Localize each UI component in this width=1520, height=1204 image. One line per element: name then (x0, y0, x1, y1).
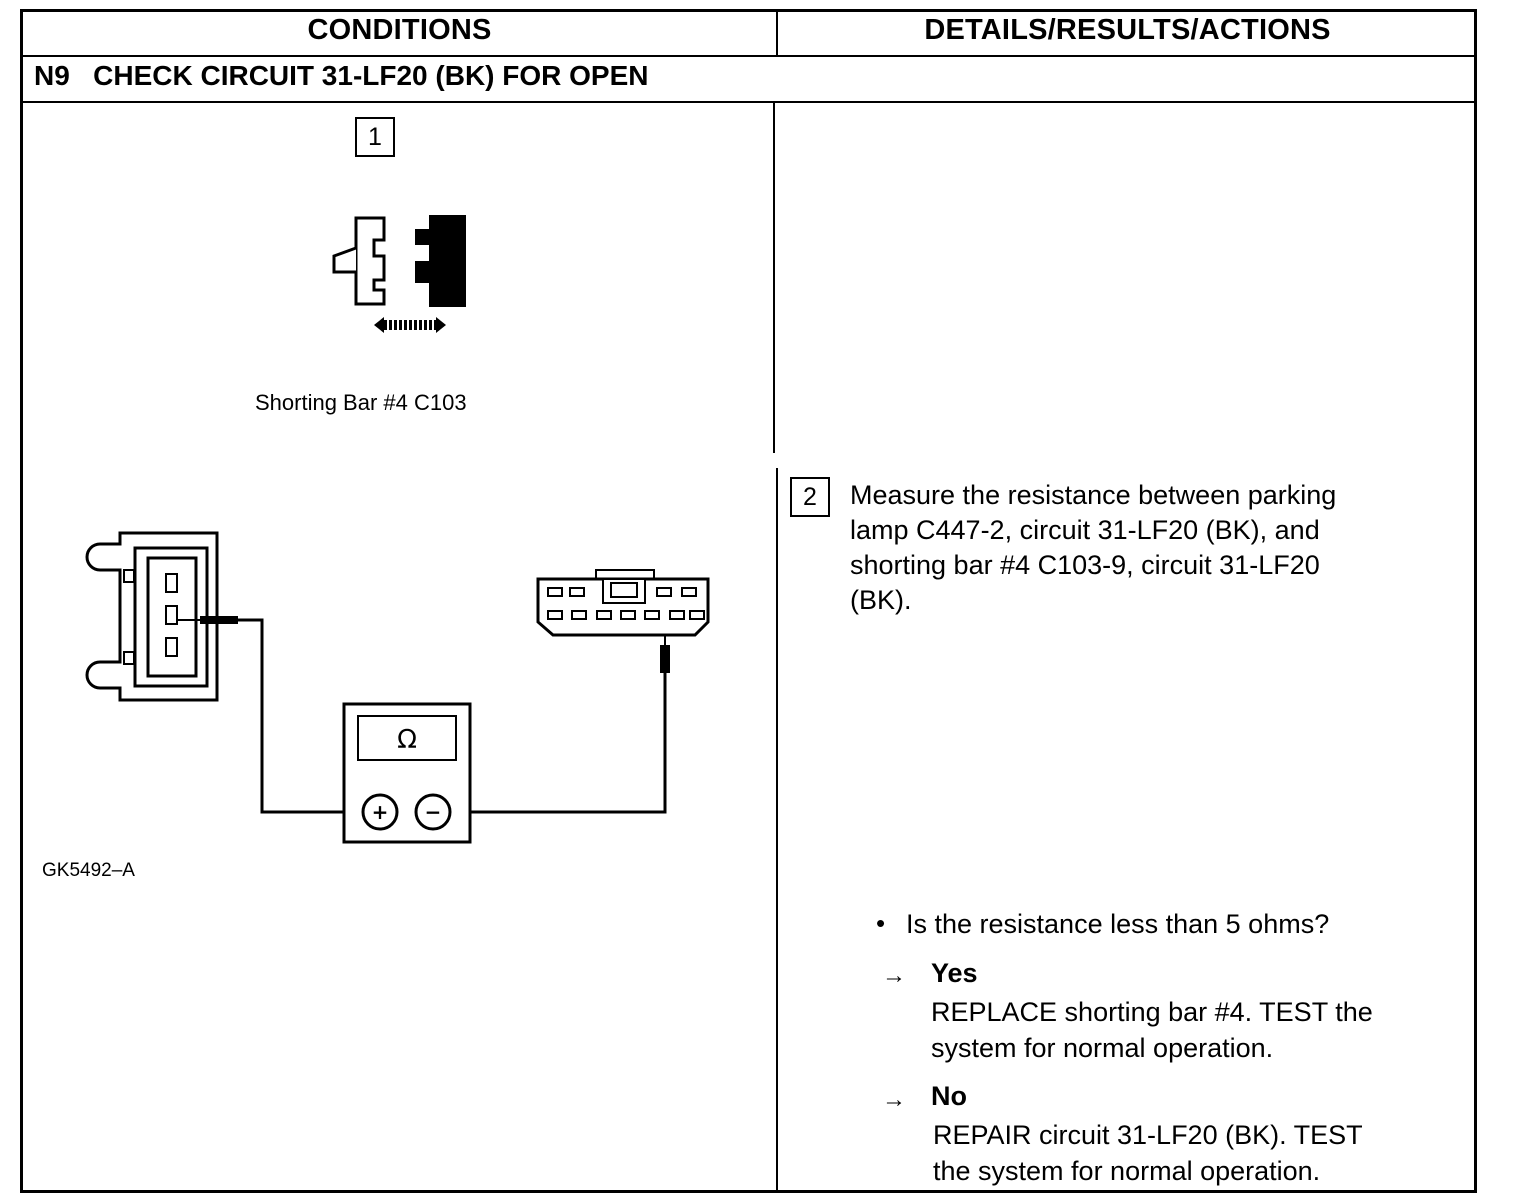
column-divider-upper (773, 103, 775, 453)
question-text: Is the resistance less than 5 ohms? (906, 909, 1330, 939)
disconnect-connector-icon (332, 215, 466, 333)
step-2-number: 2 (790, 477, 830, 517)
negative-terminal (414, 793, 452, 831)
instruction-line: Measure the resistance between parking (850, 480, 1337, 510)
answer-line: REPAIR circuit 31-LF20 (BK). TEST (933, 1120, 1363, 1150)
arrow-right-icon: → (882, 1086, 906, 1113)
header-column-divider (776, 9, 778, 55)
figure-code: GK5492–A (42, 860, 135, 881)
title-divider (20, 101, 1477, 103)
instruction-line: (BK). (850, 585, 912, 615)
positive-terminal (361, 793, 399, 831)
parking-lamp-connector (85, 531, 219, 702)
shorting-bar-connector (536, 569, 710, 637)
answer-line: the system for normal operation. (933, 1156, 1321, 1186)
bullet-icon: • (876, 908, 886, 938)
plus-label: + (372, 800, 389, 824)
instruction-line: shorting bar #4 C103-9, circuit 31-LF20 (850, 550, 1320, 580)
column-divider-lower (776, 468, 778, 1193)
answer-yes-text: REPLACE shorting bar #4. TEST the system… (931, 994, 1373, 1066)
minus-label: − (425, 800, 442, 824)
header-divider (20, 55, 1477, 57)
header-conditions: CONDITIONS (307, 14, 492, 46)
header-details: DETAILS/RESULTS/ACTIONS (924, 14, 1331, 46)
ohm-symbol: Ω (397, 725, 417, 755)
answer-line: system for normal operation. (931, 1033, 1274, 1063)
resistance-measurement-diagram: Ω + − (85, 531, 710, 844)
step-1-caption: Shorting Bar #4 C103 (255, 390, 467, 415)
ohmmeter: Ω + − (342, 702, 472, 844)
step-1-number: 1 (355, 117, 395, 157)
answer-line: REPLACE shorting bar #4. TEST the (931, 997, 1373, 1027)
answer-yes-label: Yes (931, 958, 978, 988)
arrow-right-icon: → (882, 962, 906, 989)
step-2-instruction: Measure the resistance between parking l… (850, 478, 1450, 618)
answer-no-label: No (931, 1081, 967, 1111)
procedure-table (20, 9, 1477, 1193)
answer-no-text: REPAIR circuit 31-LF20 (BK). TEST the sy… (933, 1117, 1363, 1189)
step-title: N9 CHECK CIRCUIT 31-LF20 (BK) FOR OPEN (34, 60, 649, 91)
instruction-line: lamp C447-2, circuit 31-LF20 (BK), and (850, 515, 1320, 545)
